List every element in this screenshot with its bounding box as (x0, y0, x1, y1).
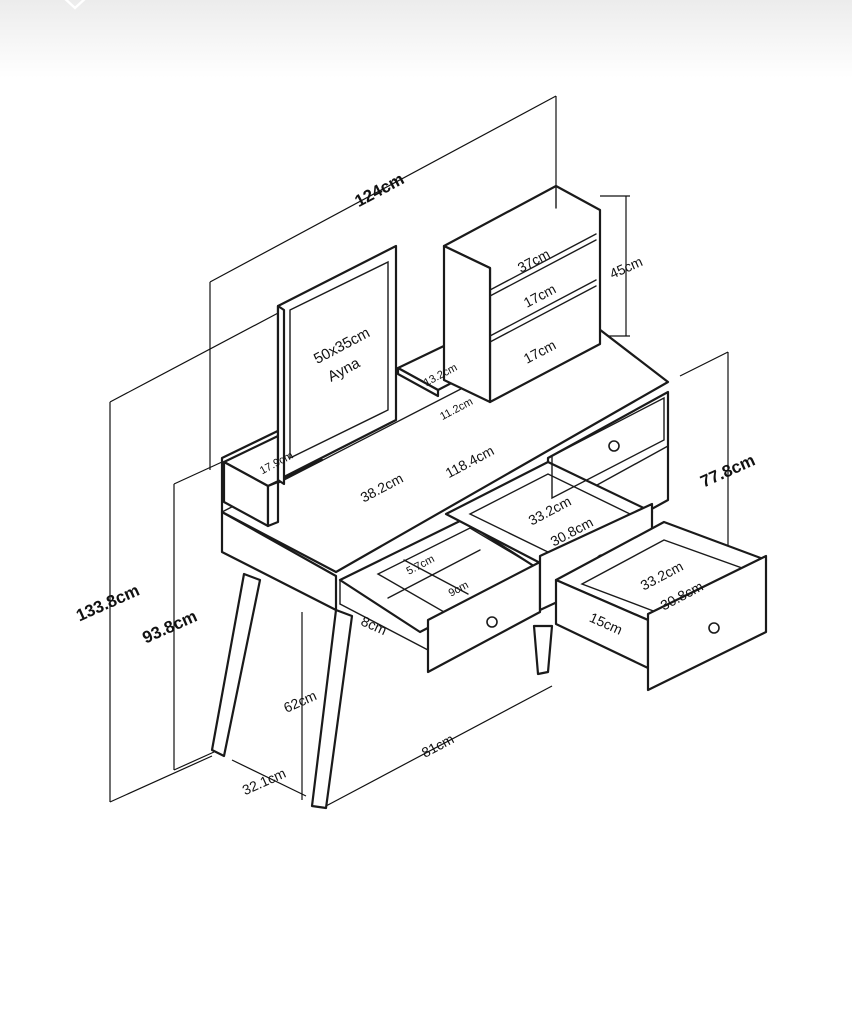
close-icon[interactable] (58, 0, 92, 18)
mirror (276, 244, 398, 486)
label-depth: 32.1cm (240, 765, 288, 798)
label-table-height: 93.8cm (140, 607, 200, 648)
drawer-right (554, 520, 768, 692)
top-bar (0, 0, 852, 78)
label-drawer-left-height: 8cm (359, 613, 390, 638)
label-total-height: 133.8cm (73, 581, 142, 626)
shelf-unit (442, 184, 602, 404)
label-leg-span: 81cm (419, 730, 457, 760)
label-total-width: 124cm (352, 169, 408, 211)
drawer-top-right (551, 396, 665, 500)
label-leg-height: 62cm (281, 687, 319, 716)
